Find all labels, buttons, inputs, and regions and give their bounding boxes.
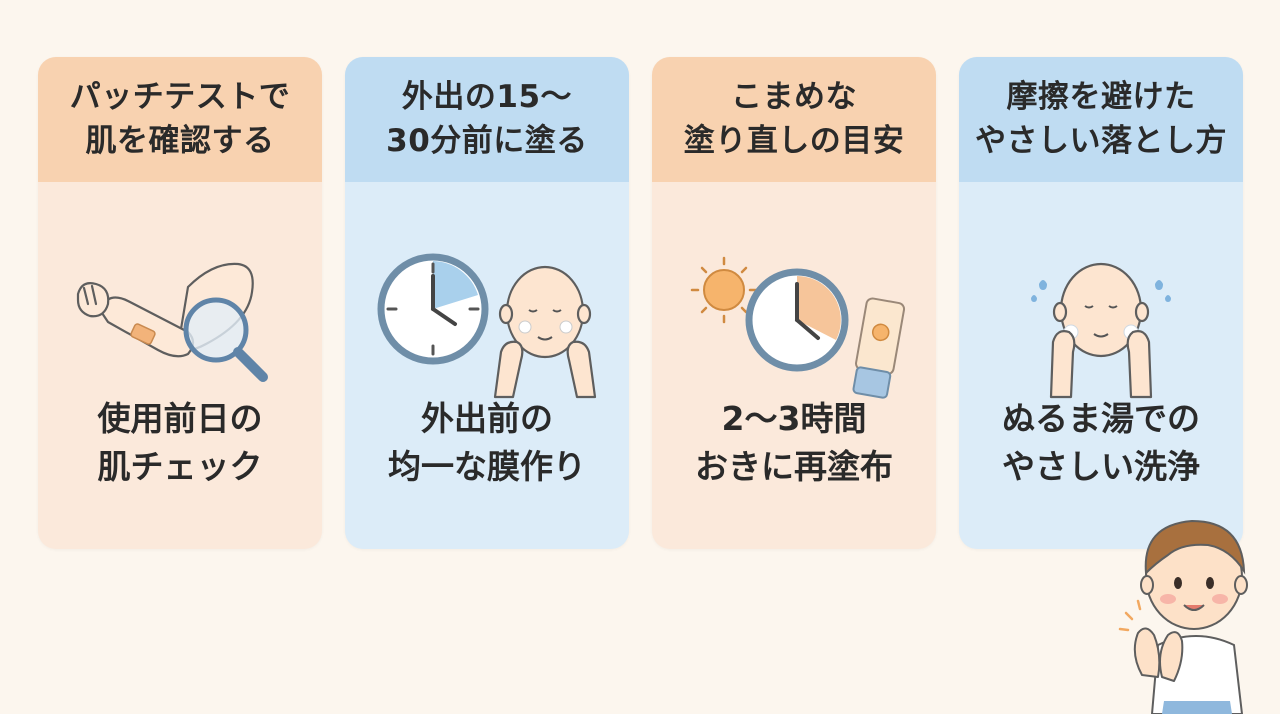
card-title: パッチテストで 肌を確認する [69, 79, 291, 159]
card-patch-test: パッチテストで 肌を確認する 使用前日の 肌チェック [38, 57, 322, 549]
card-title: 外出の15〜 30分前に塗る [386, 79, 588, 159]
card-caption: 使用前日の 肌チェック [97, 399, 263, 486]
face-washing-icon [1031, 262, 1171, 399]
card-title: こまめな 塗り直しの目安 [683, 79, 905, 159]
sun-clock-sunscreen-icon [690, 256, 906, 399]
card-gentle-removal: 摩擦を避けた やさしい落とし方 ぬるま湯での やさしい [959, 57, 1243, 549]
boy-clapping-mascot-icon [1118, 519, 1248, 714]
card-header: 外出の15〜 30分前に塗る [345, 57, 629, 182]
card-apply-before-outing: 外出の15〜 30分前に塗る 外出前の 均一な膜作り [345, 57, 629, 549]
arm-magnifier-icon [76, 262, 268, 382]
card-caption: 2〜3時間 おきに再塗布 [695, 399, 893, 486]
card-header: パッチテストで 肌を確認する [38, 57, 322, 182]
card-title: 摩擦を避けた やさしい落とし方 [975, 79, 1227, 159]
card-header: 摩擦を避けた やさしい落とし方 [959, 57, 1243, 182]
card-caption: ぬるま湯での やさしい洗浄 [1002, 399, 1200, 486]
card-reapply-timing: こまめな 塗り直しの目安 2〜3時間 おきに再塗布 [652, 57, 936, 549]
clock-face-icon [377, 253, 597, 399]
card-caption: 外出前の 均一な膜作り [388, 399, 586, 486]
card-header: こまめな 塗り直しの目安 [652, 57, 936, 182]
